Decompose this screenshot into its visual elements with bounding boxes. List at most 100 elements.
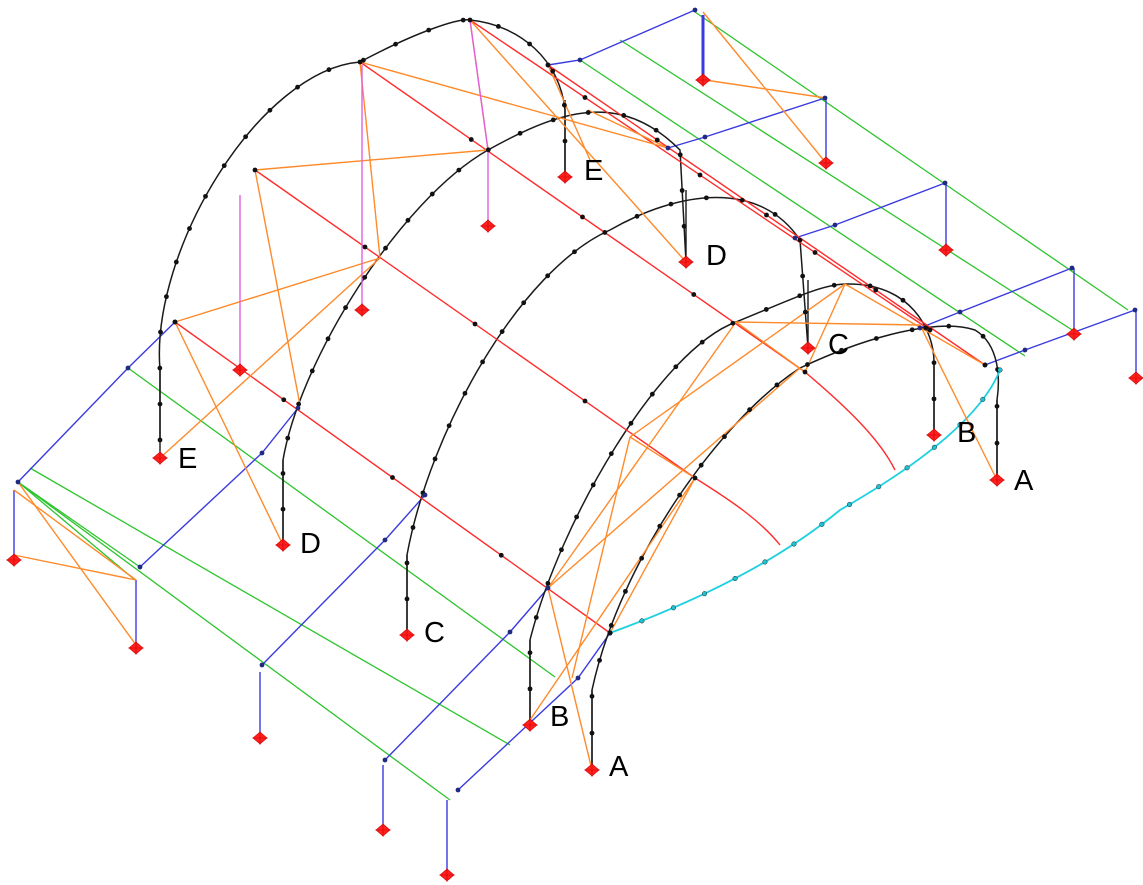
fixed-support-icon [926, 428, 942, 442]
frame-labels: E D C B A E D C B A [178, 155, 1034, 783]
member-node [702, 591, 708, 597]
brace [547, 321, 737, 589]
member-node [677, 492, 683, 498]
member-node [649, 391, 655, 397]
bay-beam-front [261, 494, 426, 666]
brace [629, 283, 846, 438]
member-node [382, 537, 388, 543]
member-node [309, 368, 315, 374]
fixed-support-icon [152, 451, 168, 465]
fixed-support-icon [800, 341, 816, 355]
member-node [15, 479, 21, 485]
bay-beam-back [547, 9, 696, 66]
member-node [668, 201, 674, 207]
frame-label-b-back: B [957, 417, 976, 449]
member-node [980, 333, 986, 339]
member-node [561, 102, 567, 108]
member-node [692, 475, 698, 481]
brace [609, 477, 696, 634]
member-node [446, 423, 452, 429]
member-node [673, 364, 679, 370]
member-node [382, 757, 388, 763]
brace [359, 61, 669, 149]
member-node [137, 564, 143, 570]
fixed-support-icon [480, 219, 496, 233]
member-node [157, 365, 163, 371]
fixed-support-icon [1066, 327, 1082, 341]
member-node [994, 440, 1000, 446]
member-node [521, 300, 527, 306]
member-node [545, 585, 551, 591]
member-node [957, 422, 963, 428]
fixed-support-icon [6, 553, 22, 567]
member-node [281, 397, 287, 403]
member-node [390, 475, 395, 480]
purlin-line [17, 481, 136, 581]
member-node [527, 41, 532, 47]
fixed-support-icon [989, 473, 1005, 487]
member-node [495, 23, 501, 29]
hanger [469, 19, 489, 151]
member-node [325, 336, 331, 342]
member-node [608, 451, 614, 457]
member-node [462, 390, 468, 396]
member-node [657, 523, 663, 529]
member-node [802, 369, 808, 375]
member-node [125, 365, 131, 371]
member-node [559, 547, 564, 553]
brace [547, 587, 593, 771]
brace [254, 169, 301, 406]
member-node [517, 130, 523, 136]
member-node [252, 167, 258, 173]
edge-beam-cyan [609, 369, 1001, 634]
member-node [822, 95, 828, 101]
member-node [383, 245, 388, 251]
member-node [654, 137, 660, 143]
member-node [426, 27, 432, 33]
fixed-supports [6, 73, 1143, 882]
member-node [867, 283, 873, 289]
member-node [792, 235, 798, 241]
member-node [602, 230, 608, 235]
member-node [343, 305, 348, 310]
member-node [802, 309, 808, 315]
member-node [994, 403, 1000, 409]
member-node [404, 560, 410, 566]
member-node [589, 693, 595, 699]
brace [547, 64, 591, 161]
fixed-support-icon [557, 170, 573, 184]
fixed-support-icon [678, 255, 694, 269]
member-node [280, 470, 286, 476]
fixed-support-icon [399, 628, 415, 642]
member-node [957, 309, 963, 315]
bay-beam-front [384, 587, 549, 761]
member-node [157, 437, 163, 443]
member-node [562, 138, 568, 144]
member-node [832, 222, 838, 228]
member-node [460, 17, 466, 23]
brace [174, 321, 284, 546]
bay-beam-back [919, 267, 1073, 329]
member-node [429, 191, 435, 197]
member-node [432, 456, 438, 462]
member-node [873, 287, 879, 293]
member-node [982, 362, 988, 368]
member-node [485, 147, 491, 153]
member-node [580, 214, 585, 220]
member-node [703, 195, 709, 201]
member-node [839, 347, 844, 353]
member-node [1069, 265, 1075, 271]
member-node [1022, 347, 1028, 353]
edge-beam [609, 369, 1001, 634]
member-node [296, 401, 302, 407]
member-node [931, 360, 937, 366]
member-node [545, 580, 551, 586]
member-node [164, 294, 169, 300]
member-node [259, 450, 265, 456]
member-node [670, 605, 676, 611]
member-node [597, 657, 602, 663]
frame-label-b-front: B [550, 701, 569, 733]
brace [804, 283, 846, 373]
member-node [582, 95, 588, 100]
member-node [507, 629, 513, 635]
